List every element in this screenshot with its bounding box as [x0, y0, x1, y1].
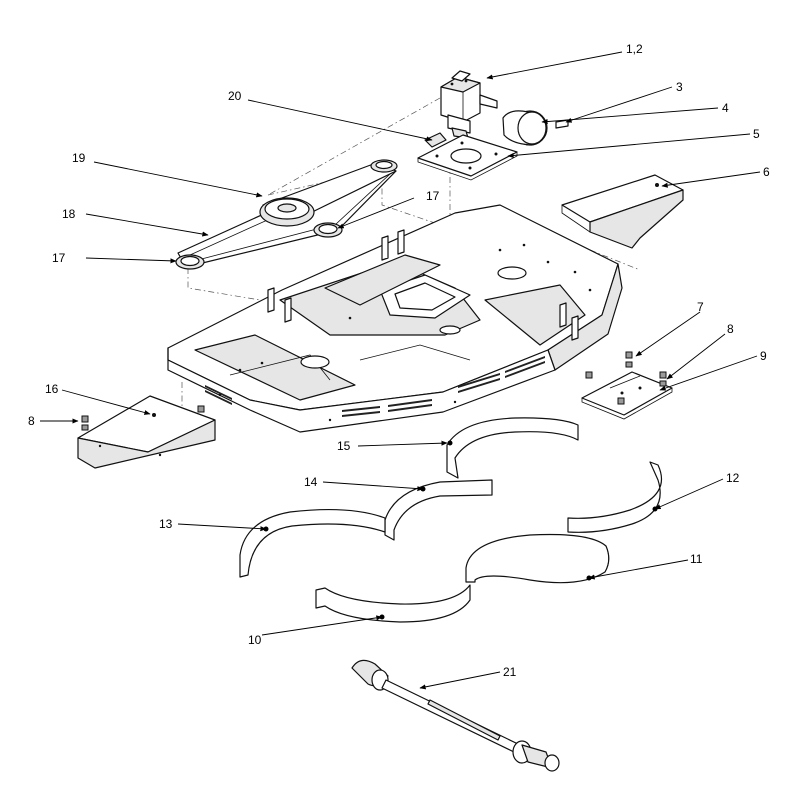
gearbox-mount-plate [417, 134, 518, 181]
band-13 [239, 508, 386, 578]
callout-19: 19 [72, 151, 86, 165]
right-cover [561, 174, 684, 249]
callout-9: 9 [760, 349, 767, 363]
callout-8-right: 8 [727, 322, 734, 336]
left-cover [77, 395, 216, 469]
callout-10: 10 [248, 633, 262, 647]
pin-part [555, 119, 569, 129]
callout-4: 4 [722, 101, 729, 115]
band-10 [315, 584, 471, 623]
deck-vents [205, 356, 545, 417]
driveline-shield [502, 110, 548, 146]
callout-20: 20 [228, 89, 242, 103]
hardware-bolts-left [81, 405, 205, 431]
band-15 [446, 417, 579, 479]
driveline-shaft [351, 659, 560, 772]
leader-lines [40, 51, 761, 690]
callout-12: 12 [726, 471, 740, 485]
callout-3: 3 [676, 80, 683, 94]
band-14 [384, 479, 493, 541]
right-mount-plate [581, 371, 673, 420]
deck-posts [267, 229, 579, 341]
callout-11: 11 [690, 552, 703, 566]
mower-deck [167, 204, 623, 433]
spacer-part [424, 132, 447, 148]
callout-5: 5 [753, 127, 760, 141]
callout-8-left: 8 [28, 414, 35, 428]
callout-1-2: 1,2 [626, 42, 643, 56]
callout-21: 21 [503, 665, 517, 679]
callout-17-right: 17 [426, 189, 440, 203]
callout-7: 7 [697, 300, 704, 314]
belt-drive-assembly [175, 159, 398, 270]
callout-6: 6 [763, 165, 770, 179]
band-12 [567, 461, 663, 533]
callout-17-left: 17 [52, 251, 66, 265]
gearbox-assembly [440, 70, 498, 139]
callout-labels: 1,2 3 4 5 6 7 8 9 8 16 15 14 13 12 11 10… [28, 42, 770, 679]
band-11 [465, 533, 610, 584]
callout-14: 14 [304, 475, 318, 489]
callout-13: 13 [159, 517, 173, 531]
callout-15: 15 [337, 439, 351, 453]
callout-16: 16 [45, 382, 59, 396]
callout-18: 18 [62, 207, 76, 221]
